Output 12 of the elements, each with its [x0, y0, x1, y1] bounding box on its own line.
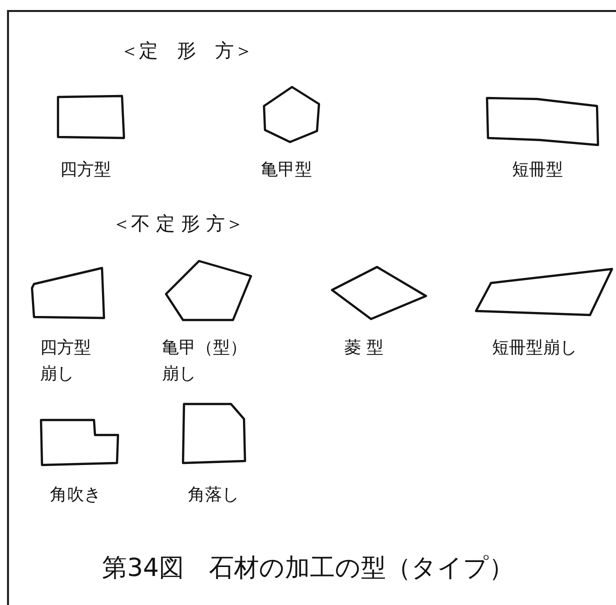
- shape-label: 四方型崩し: [40, 337, 92, 386]
- figure-caption: 第34図 石材の加工の型（タイプ）: [101, 553, 515, 583]
- shape-label: 角吹き: [50, 484, 101, 507]
- group-heading: ＜定 形 方＞: [120, 41, 253, 62]
- shape-label: 亀甲（型）崩し: [162, 337, 248, 386]
- shape-label: 亀甲型: [261, 159, 312, 182]
- shape-label: 短冊型: [512, 159, 563, 182]
- shape-label: 四方型: [60, 159, 111, 182]
- group-heading: ＜不 定 形 方＞: [112, 214, 244, 235]
- shape-label: 短冊型崩し: [492, 337, 577, 360]
- shape-label: 菱 型: [344, 337, 384, 360]
- shape-label: 角落し: [188, 484, 239, 507]
